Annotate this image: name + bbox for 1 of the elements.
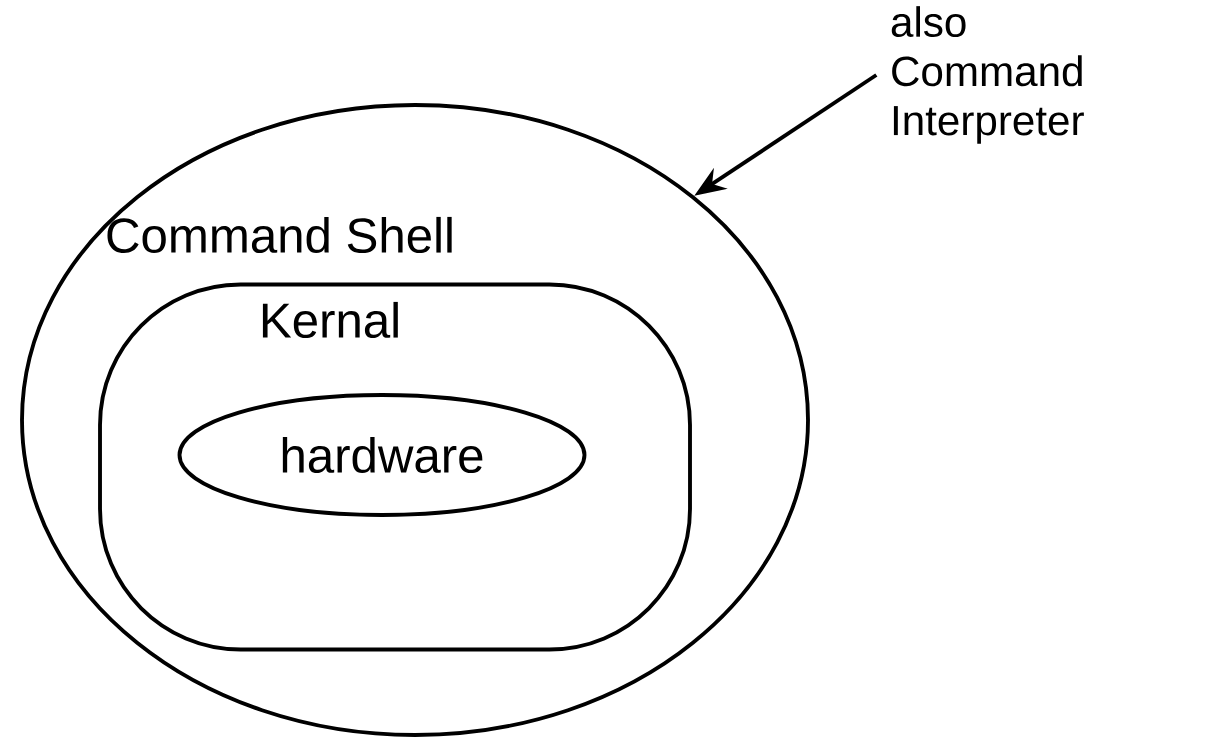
annotation-text: also Command Interpreter: [891, 6, 1084, 144]
